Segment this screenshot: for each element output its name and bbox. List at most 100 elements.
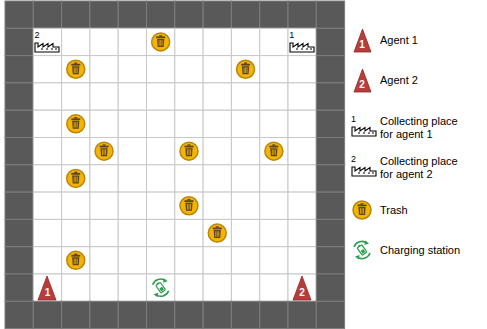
wall-cell	[147, 1, 175, 28]
floor-cell	[231, 192, 259, 219]
wall-cell	[62, 301, 90, 328]
place-number: 1	[351, 115, 356, 124]
floor-cell	[118, 165, 146, 192]
floor-cell	[33, 28, 61, 55]
floor-cell	[175, 83, 203, 110]
floor-cell	[203, 138, 231, 165]
floor-cell	[33, 83, 61, 110]
wall-cell	[316, 192, 344, 219]
wall-cell	[62, 1, 90, 28]
floor-cell	[90, 28, 118, 55]
legend-label: Agent 2	[380, 74, 472, 87]
floor-cell	[118, 219, 146, 246]
floor-cell	[175, 192, 203, 219]
floor-cell	[260, 28, 288, 55]
floor-cell	[203, 247, 231, 274]
floor-cell	[175, 247, 203, 274]
floor-cell	[288, 56, 316, 83]
floor-cell	[203, 219, 231, 246]
charging-icon	[151, 278, 171, 298]
factory-symbol	[351, 164, 377, 177]
legend-label: Collecting place for agent 1	[380, 115, 472, 141]
floor-cell	[90, 138, 118, 165]
floor-cell	[147, 219, 175, 246]
collecting-place: 1	[351, 115, 377, 137]
legend-label: Collecting place for agent 2	[380, 155, 472, 181]
wall-cell	[5, 301, 33, 328]
floor-cell	[260, 56, 288, 83]
floor-cell	[288, 219, 316, 246]
wall-cell	[5, 274, 33, 301]
trash-icon	[95, 142, 113, 160]
factory-symbol	[289, 40, 315, 53]
floor-cell	[288, 28, 316, 55]
floor-cell	[62, 28, 90, 55]
wall-cell	[316, 1, 344, 28]
floor-cell	[118, 110, 146, 137]
trash-icon	[180, 142, 198, 160]
floor-cell	[231, 83, 259, 110]
floor-cell	[118, 28, 146, 55]
floor-cell	[33, 138, 61, 165]
floor-cell	[90, 165, 118, 192]
wall-cell	[260, 1, 288, 28]
floor-cell	[260, 247, 288, 274]
floor-cell	[231, 56, 259, 83]
floor-cell	[203, 165, 231, 192]
factory-symbol	[351, 124, 377, 137]
wall-cell	[33, 1, 61, 28]
floor-cell	[62, 274, 90, 301]
agent-number: 2	[359, 80, 365, 92]
wall-cell	[5, 110, 33, 137]
floor-cell	[203, 192, 231, 219]
floor-cell	[203, 28, 231, 55]
agent-number: 1	[359, 40, 365, 52]
floor-cell	[90, 274, 118, 301]
wall-cell	[5, 247, 33, 274]
icons	[67, 33, 372, 298]
floor-cell	[288, 247, 316, 274]
floor-cell	[147, 56, 175, 83]
wall-cell	[316, 301, 344, 328]
floor-cell	[33, 192, 61, 219]
floor-cell	[33, 165, 61, 192]
wall-cell	[5, 56, 33, 83]
trash-icon	[67, 251, 85, 269]
collecting-place: 1	[289, 31, 315, 53]
agent-number: 2	[299, 288, 305, 300]
trash-icon	[67, 115, 85, 133]
floor-cell	[231, 165, 259, 192]
floor-cell	[288, 83, 316, 110]
floor-cell	[147, 83, 175, 110]
floor-cell	[90, 83, 118, 110]
wall-cell	[5, 83, 33, 110]
floor-cell	[118, 192, 146, 219]
trash-icon	[208, 224, 226, 242]
floor-cell	[288, 165, 316, 192]
wall-cell	[203, 1, 231, 28]
floor-cell	[260, 219, 288, 246]
floor-cell	[33, 274, 61, 301]
floor-cell	[147, 247, 175, 274]
floor-cell	[62, 247, 90, 274]
agent-marker: 1	[354, 29, 371, 52]
wall-cell	[147, 301, 175, 328]
floor-cell	[147, 192, 175, 219]
wall-cell	[231, 301, 259, 328]
floor-cell	[203, 110, 231, 137]
floor-cell	[90, 247, 118, 274]
floor-cell	[231, 219, 259, 246]
place-number: 2	[34, 31, 39, 40]
wall-cell	[288, 301, 316, 328]
wall-cell	[5, 192, 33, 219]
floor-cell	[90, 56, 118, 83]
charging-icon	[352, 240, 372, 260]
floor-cell	[62, 192, 90, 219]
wall-cell	[288, 1, 316, 28]
floor-cell	[118, 274, 146, 301]
floor-cell	[288, 138, 316, 165]
wall-cell	[5, 219, 33, 246]
floor-cell	[260, 274, 288, 301]
trash-icon	[237, 60, 255, 78]
wall-cell	[90, 1, 118, 28]
